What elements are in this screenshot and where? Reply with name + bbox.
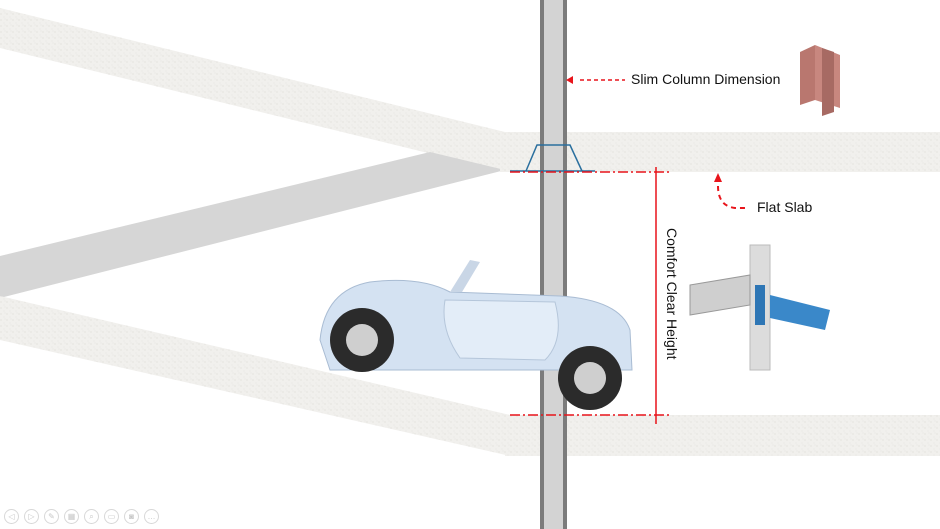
arrow-up-icon — [714, 173, 722, 182]
slideshow-controls: ◁ ▷ ✎ ▦ ⌕ ▭ ◙ … — [4, 509, 159, 524]
arrow-head-icon — [566, 76, 573, 84]
next-slide-button[interactable]: ▷ — [24, 509, 39, 524]
steel-column-icon — [800, 45, 840, 116]
slab-connection-detail-icon — [689, 244, 830, 371]
pen-button[interactable]: ✎ — [44, 509, 59, 524]
car-illustration — [319, 260, 633, 410]
drop-panel-outline — [525, 144, 583, 172]
subtitles-button[interactable]: ▭ — [104, 509, 119, 524]
column — [540, 0, 567, 529]
zoom-button[interactable]: ⌕ — [84, 509, 99, 524]
upper-ramp-slab — [0, 8, 505, 172]
lower-ramp-slab — [0, 296, 510, 456]
comfort-clear-height-label: Comfort Clear Height — [664, 228, 680, 360]
camera-button[interactable]: ◙ — [124, 509, 139, 524]
slim-column-dimension-label: Slim Column Dimension — [631, 71, 781, 87]
previous-slide-button[interactable]: ◁ — [4, 509, 19, 524]
flat-slab-lower — [505, 415, 940, 456]
see-all-slides-button[interactable]: ▦ — [64, 509, 79, 524]
more-options-button[interactable]: … — [144, 509, 159, 524]
ramp-surface — [0, 152, 505, 298]
flat-slab-label: Flat Slab — [757, 199, 813, 215]
